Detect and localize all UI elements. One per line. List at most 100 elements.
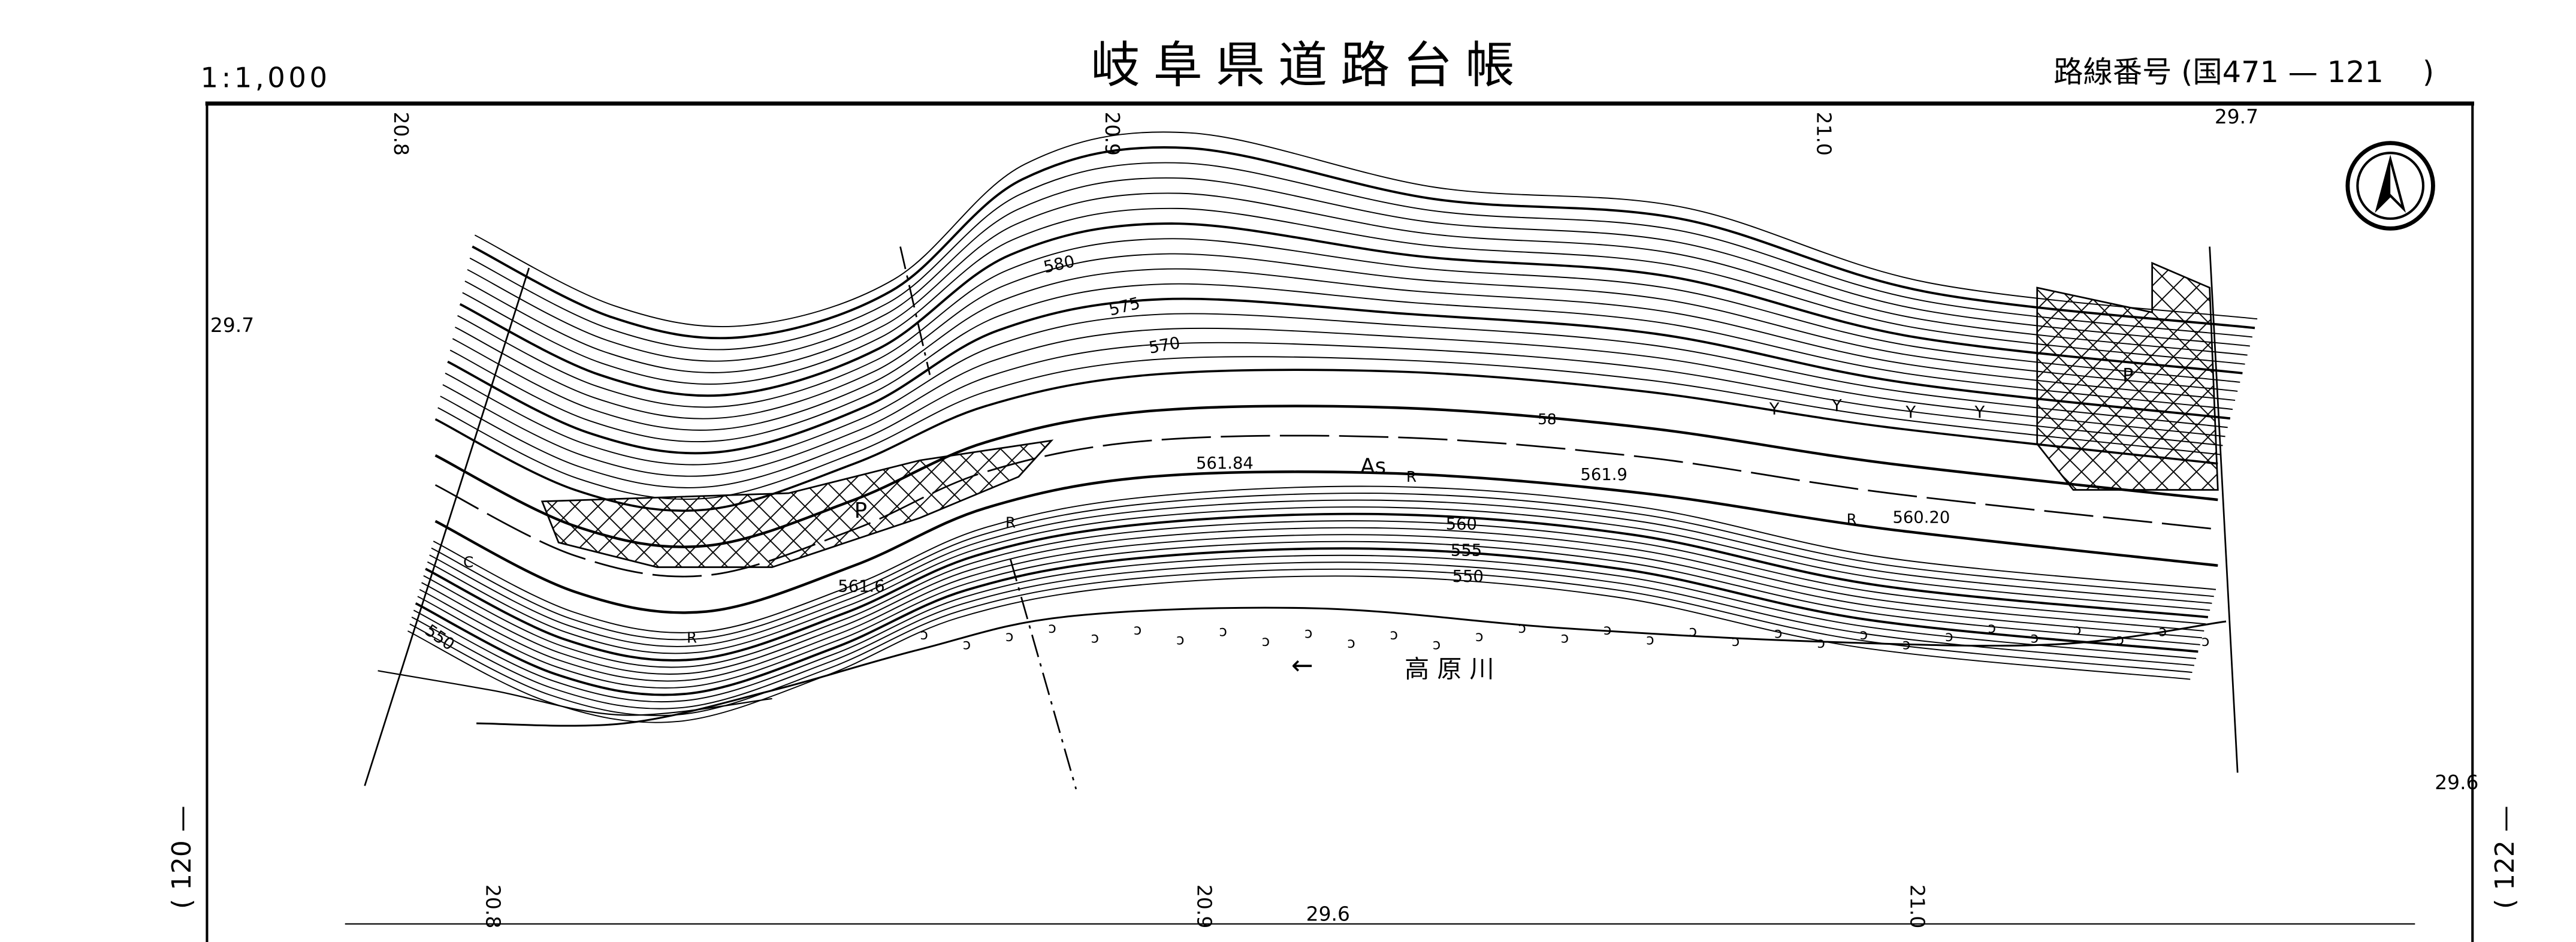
map-boundary [364, 246, 2239, 786]
contour-line [427, 506, 2210, 654]
culvert-label: C [463, 553, 473, 570]
vegetation-symbol: ↄ [1945, 627, 1953, 645]
km-marker-bottom: 20.8 [482, 884, 505, 928]
contour-line [434, 434, 2218, 578]
vegetation-symbol: ↄ [1902, 636, 1911, 653]
km-marker-bottom: 20.9 [1193, 884, 1216, 928]
retaining-wall-label: R [1847, 511, 1857, 528]
contour-line [378, 670, 772, 716]
contour-label: 550 [421, 621, 458, 654]
contour-line [434, 369, 2218, 512]
contour-label: 560 [1446, 515, 1477, 533]
contour-line [440, 342, 2223, 488]
vegetation-symbol: ↄ [1475, 627, 1484, 645]
vegetation-symbol: ↄ [1134, 621, 1142, 638]
contour-line [415, 547, 2198, 696]
contour-line [434, 470, 2218, 614]
vegetation-symbol: ↄ [2159, 623, 2167, 640]
contour-line [457, 238, 2240, 408]
vegetation-symbol: ↄ [1689, 623, 1697, 640]
contour-line [445, 313, 2228, 466]
river-flow-arrow: ← [1291, 650, 1313, 681]
contour-line [431, 493, 2214, 641]
contour-lines [378, 131, 2258, 727]
vegetation-symbol: ↄ [1347, 634, 1355, 651]
grid-label: 29.6 [2435, 771, 2478, 794]
adjacent-sheet-next: ( 122 — [2490, 805, 2520, 909]
contour-line [419, 534, 2203, 682]
km-marker-bottom: 21.0 [1906, 884, 1929, 928]
contour-line [417, 541, 2200, 689]
vegetation-symbol: ↄ [2201, 632, 2210, 650]
contour-line [437, 356, 2221, 500]
contour-line [469, 162, 2252, 351]
contour-line [442, 327, 2225, 477]
north-arrow-icon [2345, 141, 2435, 231]
contour-line [464, 192, 2248, 373]
vegetation-symbol: ↄ [2073, 621, 2082, 638]
vegetation-symbol: ↄ [1603, 621, 1612, 638]
vegetation-symbol: ↄ [2116, 630, 2124, 648]
contour-line [449, 283, 2233, 443]
pavement-label: As [1360, 454, 1386, 479]
contour-line [476, 606, 2227, 727]
page-title: 岐阜県道路台帳 [1091, 37, 1527, 94]
contour-line [411, 561, 2194, 709]
post-number: 58 [1538, 410, 1556, 428]
km-marker-top: 20.8 [389, 112, 413, 156]
grid-label: 29.6 [1306, 902, 1350, 925]
vegetation-symbol: ↄ [1176, 630, 1185, 648]
spot-elevation: 560.20 [1892, 508, 1950, 527]
route-number: 路線番号 (国471 — 121 ) [2053, 55, 2434, 89]
vegetation-symbol: ↄ [1262, 632, 1270, 650]
retaining-wall-label: R [1406, 468, 1417, 485]
vegetation-symbol: ↄ [1433, 636, 1441, 653]
vegetation-symbol: ↄ [1219, 623, 1227, 640]
contour-label: 570 [1147, 334, 1182, 358]
vegetation-symbol: ↄ [1732, 632, 1740, 650]
adjacent-sheet-previous: ( 120 — [167, 805, 197, 909]
parking-label: P [854, 499, 867, 523]
contour-line [462, 207, 2245, 385]
spot-elevation: 561.9 [1581, 466, 1627, 484]
grid-label: 29.7 [210, 313, 254, 337]
vegetation-symbol: ↄ [1091, 629, 1099, 647]
vegetation-symbol: ↄ [1048, 619, 1056, 636]
km-marker-top: 21.0 [1812, 112, 1835, 156]
contour-line [455, 253, 2238, 419]
vegetation-symbol: ↄ [1005, 627, 1014, 645]
vegetation-symbol: ↄ [1561, 629, 1569, 647]
contour-label: 550 [1452, 567, 1484, 586]
contour-line [452, 268, 2236, 431]
vegetation-symbol: ↄ [1860, 626, 1868, 643]
vegetation-symbol: ↄ [963, 636, 971, 653]
vegetation-symbol: ↄ [1646, 630, 1654, 648]
contour-line [472, 146, 2255, 340]
km-marker-top: 20.9 [1101, 112, 1124, 156]
vegetation-symbol: ↄ [1817, 634, 1825, 651]
vegetation-symbol: ↄ [1988, 619, 1996, 636]
section-line [899, 246, 1077, 790]
contour-line [467, 177, 2250, 362]
contour-line [447, 297, 2231, 455]
contour-line [423, 520, 2206, 668]
contour-label: 555 [1451, 541, 1482, 560]
contour-line [413, 554, 2197, 703]
contour-line [421, 527, 2204, 675]
vegetation-symbol: ↄ [1304, 624, 1313, 641]
orchard-label: Y [1831, 397, 1842, 415]
contour-line [429, 499, 2212, 647]
grid-label: 29.7 [2215, 105, 2258, 128]
contour-line [433, 485, 2216, 633]
contour-line [459, 222, 2243, 397]
orchard-label: Y [1974, 403, 1985, 422]
parking-area [540, 439, 1054, 568]
contour-line [425, 512, 2209, 662]
river-name: 高 原 川 [1405, 654, 1494, 683]
vegetation-symbol: ↄ [920, 626, 928, 643]
vegetation-symbol: ↄ [1390, 626, 1398, 643]
vegetation-symbol: ↄ [1774, 624, 1783, 641]
retaining-wall-label: R [687, 629, 697, 647]
